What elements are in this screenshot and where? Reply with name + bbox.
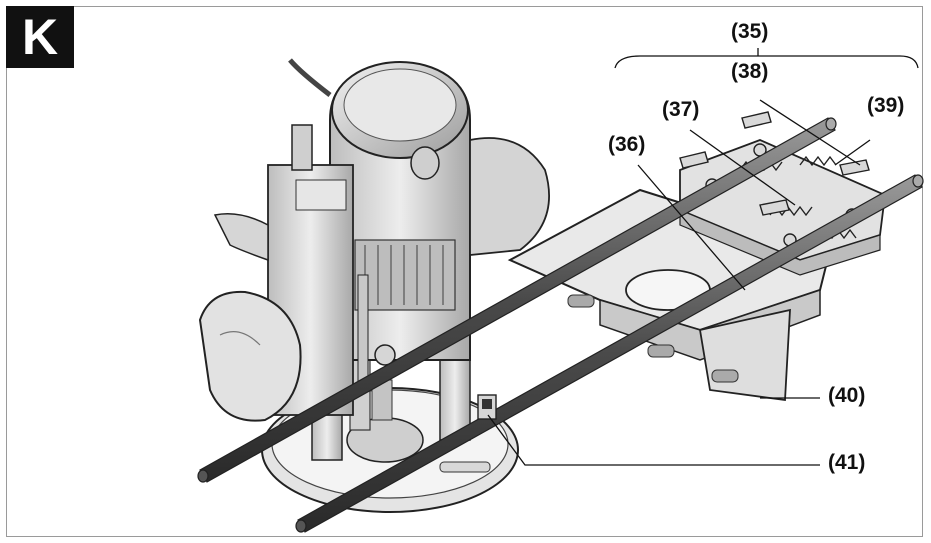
- callout-38: (38): [731, 60, 769, 83]
- callout-36: (36): [608, 133, 646, 156]
- wing-bolt: [477, 394, 497, 420]
- router-side-body: [198, 124, 354, 422]
- callout-40: (40): [828, 384, 866, 407]
- leader-38: [759, 99, 861, 166]
- leader-39: [834, 139, 871, 166]
- parallel-guide-assembly: [507, 111, 886, 402]
- leader-36: [637, 164, 746, 291]
- leader-41: [487, 414, 820, 466]
- bracket-35: [614, 55, 919, 69]
- callout-41: (41): [828, 451, 866, 474]
- leader-37: [689, 129, 796, 206]
- callout-leader-lines: [487, 48, 919, 466]
- callout-35: (35): [731, 20, 769, 43]
- figure-letter-badge: K: [6, 6, 74, 68]
- figure-border: [6, 6, 923, 537]
- callout-39: (39): [867, 94, 905, 117]
- callout-37: (37): [662, 98, 700, 121]
